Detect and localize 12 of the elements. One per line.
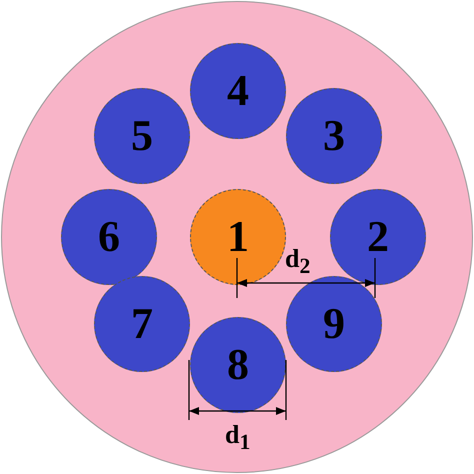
fiber-number: 3 — [323, 114, 345, 158]
fiber-circle — [190, 317, 286, 413]
fiber-number: 6 — [98, 215, 120, 259]
dimension-label: d$_{2}$ — [285, 246, 310, 278]
fiber-number: 9 — [323, 302, 345, 346]
fiber-number: 8 — [227, 343, 249, 387]
dimension-label: d$_{1}$ — [225, 422, 250, 454]
fiber-number: 2 — [367, 215, 389, 259]
fiber-number: 4 — [227, 69, 249, 113]
fiber-number: 5 — [131, 114, 153, 158]
fiber-number: 7 — [131, 302, 153, 346]
fiber-number: 1 — [227, 215, 249, 259]
